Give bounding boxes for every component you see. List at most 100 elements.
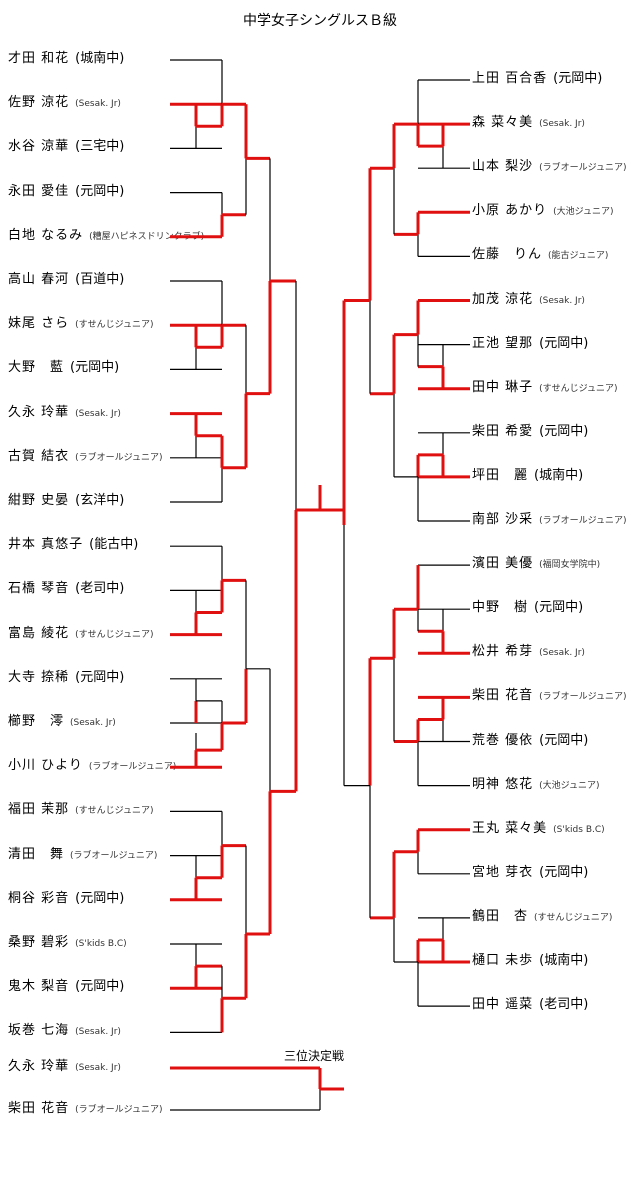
left-player: 清田 舞(ラブオールジュニア)	[8, 847, 157, 864]
player-name: 鶴田 杏	[472, 908, 529, 924]
player-name: 石橋 琴音	[8, 581, 70, 597]
player-team: (すせんじジュニア)	[75, 320, 154, 331]
right-player: 柴田 花音(ラブオールジュニア)	[472, 688, 627, 705]
player-name: 中野 樹	[472, 600, 529, 616]
player-team: (大池ジュニア)	[539, 780, 600, 791]
left-player: 桐谷 彩音(元岡中)	[8, 891, 124, 907]
left-player: 高山 春河(百道中)	[8, 272, 124, 288]
player-name: 荒巻 優依	[472, 732, 534, 748]
player-team: (福岡女学院中)	[539, 560, 601, 571]
player-name: 正池 望那	[472, 335, 534, 351]
right-player: 森 菜々美(Sesak. Jr)	[472, 115, 585, 132]
right-player: 上田 百合香(元岡中)	[472, 71, 602, 87]
player-name: 佐野 涼花	[8, 95, 70, 111]
player-name: 松井 希芽	[472, 644, 534, 660]
player-team: (ラブオールジュニア)	[539, 692, 627, 703]
right-player: 樋口 未歩 (城南中)	[472, 953, 588, 969]
third-place-title: 三位決定戦	[284, 1049, 345, 1063]
player-name: 久永 玲華	[8, 404, 70, 420]
player-team: (城南中)	[534, 467, 584, 483]
player-team: (老司中)	[539, 997, 589, 1013]
player-name: 南部 沙采	[472, 512, 534, 527]
right-player: 佐藤 りん(能古ジュニア)	[472, 247, 608, 264]
player-name: 樋口 未歩	[472, 953, 534, 968]
third-player: 柴田 花音(ラブオールジュニア)	[8, 1101, 163, 1118]
right-player: 加茂 涼花 (Sesak. Jr)	[472, 292, 585, 309]
left-player: 鬼木 梨音 (元岡中)	[8, 979, 124, 995]
player-name: 清田 舞	[8, 846, 65, 862]
player-team: (すせんじジュニア)	[534, 912, 613, 923]
player-team: (玄洋中)	[75, 493, 125, 508]
player-name: 久永 玲華	[8, 1059, 70, 1074]
right-player: 田中 琳子 (すせんじジュニア)	[472, 380, 618, 397]
bracket-title: 中学女子シングルスＢ級	[243, 13, 397, 29]
right-player: 宮地 芽衣 (元岡中)	[472, 865, 588, 881]
player-team: (ラブオールジュニア)	[539, 163, 627, 174]
player-name: 才田 和花	[8, 51, 70, 66]
player-team: (ラブオールジュニア)	[539, 516, 627, 526]
player-name: 水谷 涼華	[8, 139, 70, 155]
player-team: (三宅中)	[75, 139, 125, 155]
player-team: (元岡中)	[75, 890, 125, 906]
right-player: 王丸 菜々美 (S'kids B.C)	[472, 821, 605, 838]
player-team: (元岡中)	[539, 732, 589, 748]
player-name: 櫛野 澪	[8, 714, 65, 729]
player-team: (大池ジュニア)	[553, 207, 614, 218]
player-team: (元岡中)	[75, 979, 125, 995]
left-player: 石橋 琴音(老司中)	[8, 581, 124, 597]
left-player: 妹尾 さら(すせんじジュニア)	[8, 316, 154, 333]
right-player: 鶴田 杏 (すせんじジュニア)	[472, 909, 612, 926]
player-team: (すせんじジュニア)	[539, 383, 618, 394]
player-team: (元岡中)	[539, 864, 589, 880]
player-name: 桑野 碧彩	[8, 935, 70, 950]
player-team: (元岡中)	[75, 669, 125, 685]
player-team: (Sesak. Jr)	[539, 648, 585, 659]
player-team: (Sesak. Jr)	[539, 295, 585, 306]
player-name: 明神 悠花	[472, 776, 534, 792]
left-player: 才田 和花 (城南中)	[8, 51, 124, 67]
player-name: 田中 琳子	[472, 379, 534, 395]
player-name: 宮地 芽衣	[472, 864, 534, 880]
player-name: 白地 なるみ	[8, 227, 84, 243]
left-player: 富島 綾花(すせんじジュニア)	[8, 626, 154, 643]
left-player: 水谷 涼華 (三宅中)	[8, 139, 124, 155]
player-name: 小原 あかり	[472, 203, 548, 219]
player-team: (元岡中)	[539, 423, 589, 439]
player-name: 鬼木 梨音	[8, 979, 70, 995]
player-name: 王丸 菜々美	[472, 820, 548, 836]
player-team: (元岡中)	[534, 600, 584, 616]
player-team: (S'kids B.C)	[553, 824, 605, 835]
player-team: (城南中)	[539, 953, 589, 968]
player-name: 濱田 美優	[472, 556, 534, 572]
right-player: 田中 遥菜 (老司中)	[472, 997, 588, 1013]
player-name: 佐藤 りん	[472, 247, 543, 263]
player-team: (ラブオールジュニア)	[88, 762, 177, 773]
player-name: 坂巻 七海	[8, 1023, 70, 1039]
player-name: 山本 梨沙	[472, 159, 534, 175]
player-team: (城南中)	[75, 51, 125, 66]
left-player: 永田 愛佳(元岡中)	[8, 184, 124, 200]
left-player: 久永 玲華(Sesak. Jr)	[8, 405, 121, 422]
right-player: 小原 あかり (大池ジュニア)	[472, 203, 614, 220]
left-player: 井本 真悠子(能古中)	[8, 537, 138, 553]
left-player: 坂巻 七海(Sesak. Jr)	[8, 1023, 121, 1040]
player-team: (元岡中)	[70, 360, 120, 376]
player-name: 森 菜々美	[472, 115, 534, 131]
right-player: 明神 悠花 (大池ジュニア)	[472, 777, 600, 794]
player-name: 永田 愛佳	[8, 183, 70, 199]
player-name: 福田 茉那	[8, 802, 70, 818]
player-team: (ラブオールジュニア)	[75, 1105, 163, 1115]
right-player: 濱田 美優 (福岡女学院中)	[472, 556, 600, 573]
right-player: 南部 沙采 (ラブオールジュニア)	[472, 512, 627, 529]
right-player: 柴田 希愛(元岡中)	[472, 424, 588, 440]
left-player: 古賀 結衣(ラブオールジュニア)	[8, 449, 163, 466]
player-team: (糟屋ハピネスドリンクラブ)	[89, 231, 205, 242]
right-player: 荒巻 優依 (元岡中)	[472, 733, 588, 749]
left-player: 紺野 史晏(玄洋中)	[8, 493, 124, 509]
player-name: 富島 綾花	[8, 625, 70, 641]
player-name: 田中 遥菜	[472, 997, 534, 1013]
player-team: (ラブオールジュニア)	[75, 452, 163, 463]
player-name: 上田 百合香	[472, 71, 548, 86]
player-name: 加茂 涼花	[472, 291, 534, 307]
